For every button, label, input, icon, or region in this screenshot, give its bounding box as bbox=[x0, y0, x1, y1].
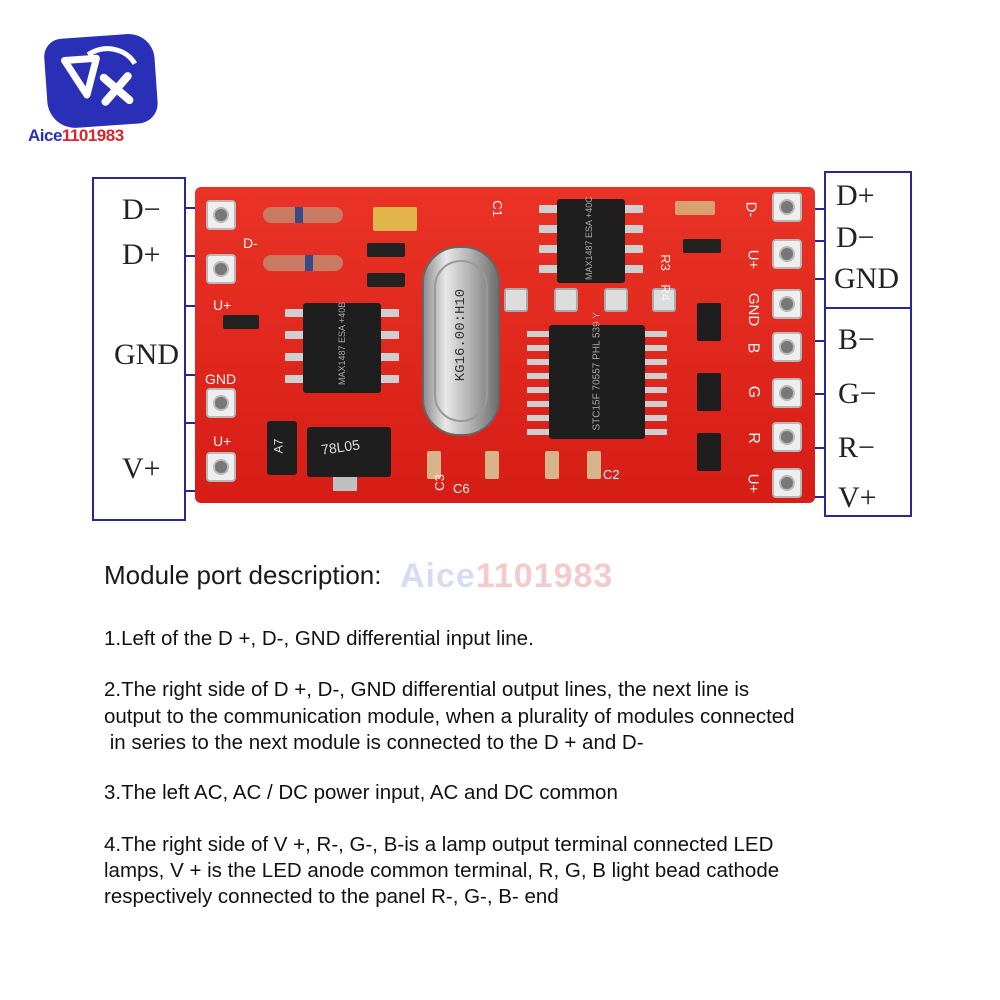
left-label-v-plus: V+ bbox=[122, 452, 161, 485]
description-item-3: 3.The left AC, AC / DC power input, AC a… bbox=[104, 781, 618, 804]
voltage-regulator bbox=[307, 427, 391, 491]
chip-max1487-right bbox=[539, 199, 643, 283]
silk-left-1: D- bbox=[243, 235, 258, 251]
right-label-g-minus: G− bbox=[838, 377, 877, 410]
smd-resistors bbox=[223, 201, 721, 329]
right-label-v-plus: V+ bbox=[838, 481, 877, 514]
brand-logo-mark bbox=[42, 32, 160, 130]
right-label-gnd: GND bbox=[834, 262, 899, 295]
left-pads bbox=[206, 200, 236, 482]
silk-right-2: U+ bbox=[744, 249, 762, 270]
right-label-r-minus: R− bbox=[838, 431, 875, 464]
watermark: Aice1101983 bbox=[400, 557, 614, 595]
left-port-label-box bbox=[92, 177, 186, 521]
output-transistors bbox=[697, 303, 721, 471]
silk-left-2: U+ bbox=[213, 297, 232, 313]
via-row bbox=[504, 288, 676, 312]
left-label-gnd: GND bbox=[114, 338, 179, 371]
silk-right-1: D- bbox=[742, 201, 760, 218]
brand-logo-glyph bbox=[60, 46, 138, 106]
silk-cap-c2: C2 bbox=[603, 467, 620, 482]
left-label-d-minus: D− bbox=[122, 193, 161, 226]
description-item-1: 1.Left of the D +, D-, GND differential … bbox=[104, 627, 534, 650]
chip-max1487-left bbox=[285, 303, 399, 393]
right-tick-7 bbox=[810, 496, 824, 498]
right-tick-1 bbox=[810, 208, 824, 210]
description-item-4-line-2: lamps, V + is the LED anode common termi… bbox=[104, 859, 780, 882]
crystal-marking: KG16.00:H10 bbox=[453, 288, 469, 382]
silk-r3: R3 bbox=[657, 254, 673, 271]
silk-cap-c3: C3 bbox=[431, 474, 447, 491]
chip2-marking: MAX1487 ESA +40C bbox=[584, 196, 594, 280]
right-tick-4 bbox=[810, 340, 824, 342]
silk-right-7: U+ bbox=[744, 473, 762, 494]
chip1-marking: MAX1487 ESA +40B bbox=[337, 301, 347, 385]
pcb-board bbox=[195, 187, 815, 503]
crystal-oscillator bbox=[422, 246, 500, 436]
right-pads bbox=[772, 192, 802, 498]
silk-right-5: G bbox=[745, 385, 763, 399]
brand-logo: Aice1101983 bbox=[28, 32, 178, 146]
description-item-4-line-3: respectively connected to the panel R-, … bbox=[104, 885, 559, 908]
right-tick-6 bbox=[810, 447, 824, 449]
diode-marking: A7 bbox=[271, 438, 286, 454]
right-label-d-plus: D+ bbox=[836, 179, 875, 212]
description-item-2-line-3: in series to the next module is connecte… bbox=[104, 731, 644, 754]
silk-left-4: U+ bbox=[213, 433, 232, 449]
pcb-substrate bbox=[195, 187, 815, 503]
pcb-photo: D- U+ GND U+ D- U+ GND B G R U+ KG16.00:… bbox=[195, 185, 815, 505]
right-label-d-minus: D− bbox=[836, 221, 875, 254]
silk-left-3: GND bbox=[205, 371, 237, 387]
silk-right-4: B bbox=[744, 342, 762, 354]
right-label-b-minus: B− bbox=[838, 323, 875, 356]
right-tick-3 bbox=[810, 278, 824, 280]
tantalum-capacitor bbox=[373, 207, 417, 231]
chip-mcu bbox=[527, 325, 667, 439]
brand-logo-text: Aice1101983 bbox=[28, 126, 124, 145]
description-title: Module port description: bbox=[104, 560, 382, 590]
silk-right-3: GND bbox=[745, 292, 763, 327]
left-label-d-plus: D+ bbox=[122, 238, 161, 271]
right-port-label-box-bottom bbox=[824, 307, 912, 517]
right-tick-2 bbox=[810, 240, 824, 242]
silk-right-6: R bbox=[744, 432, 762, 444]
right-tick-5 bbox=[810, 393, 824, 395]
description-item-2-line-1: 2.The right side of D +, D-, GND differe… bbox=[104, 678, 750, 701]
description-item-4-line-1: 4.The right side of V +, R-, G-, B-is a … bbox=[104, 833, 774, 856]
silk-cap-c6: C6 bbox=[453, 481, 470, 496]
smd-diode bbox=[267, 421, 297, 475]
description-item-2-line-2: output to the communication module, when… bbox=[104, 705, 795, 728]
smd-capacitors bbox=[427, 451, 601, 479]
glass-diodes bbox=[263, 207, 343, 271]
silk-r4: R4 bbox=[657, 284, 673, 301]
silk-cap-c1: C1 bbox=[489, 200, 505, 217]
mcu-marking: STC15F 70557 PHL 539 Y bbox=[591, 312, 603, 431]
